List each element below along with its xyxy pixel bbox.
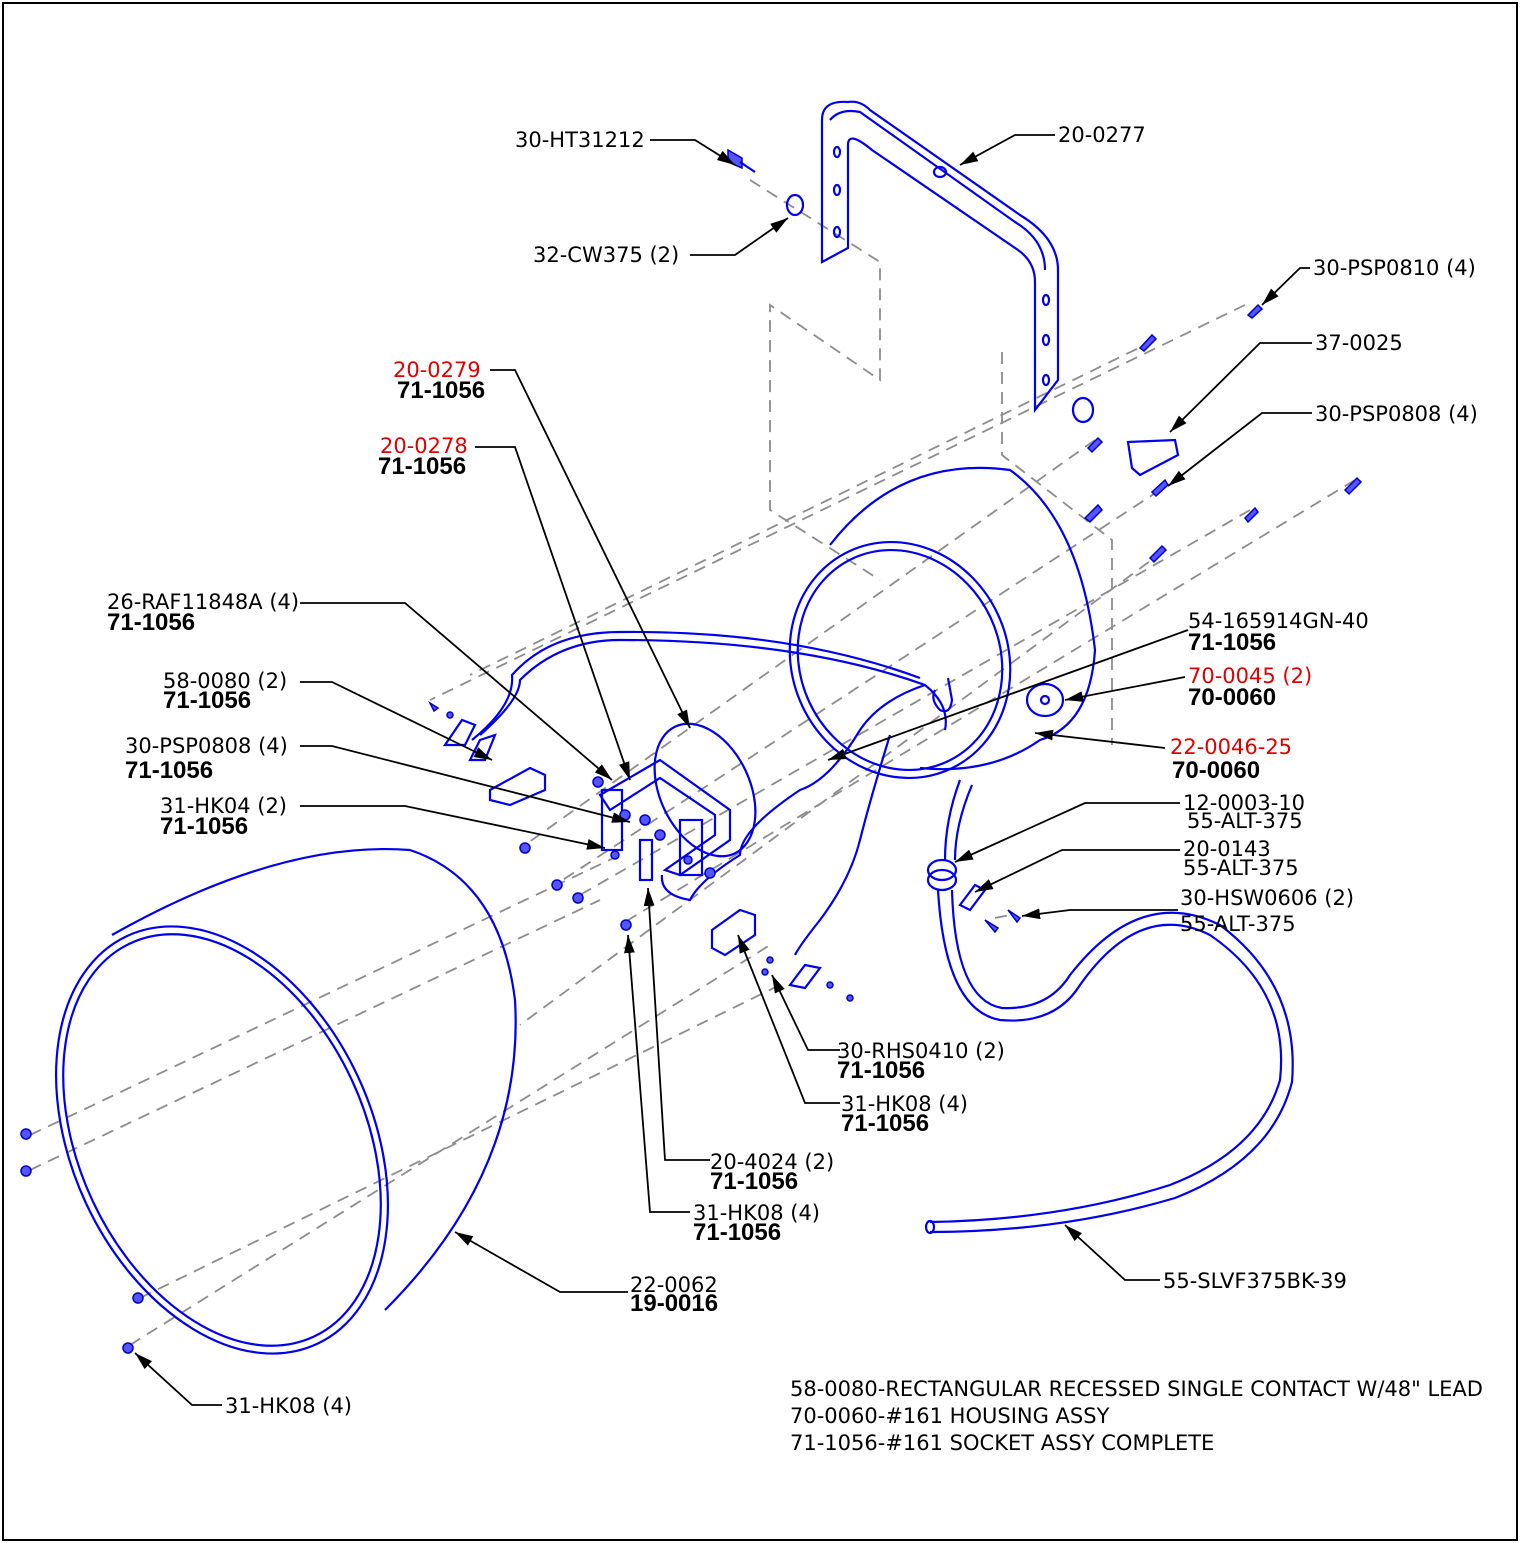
callout-sub: 71-1056 — [107, 609, 195, 636]
callout-sub: 55-ALT-375 — [1187, 809, 1303, 833]
callout-part: 22-0062 — [630, 1273, 718, 1297]
notes-block: 58-0080-RECTANGULAR RECESSED SINGLE CONT… — [790, 1377, 1483, 1455]
callout-part: 30-HSW0606 (2) — [1180, 886, 1354, 910]
callout-sub: 71-1056 — [1188, 629, 1276, 656]
callout-part: 30-HT31212 — [515, 128, 645, 152]
callout-sub: 71-1056 — [841, 1110, 929, 1137]
callout-part: 55-SLVF375BK-39 — [1163, 1269, 1347, 1293]
callout-sub: 71-1056 — [837, 1057, 925, 1084]
leader-lines — [134, 134, 1312, 1406]
callout-part: 58-0080 (2) — [163, 669, 287, 693]
callout-part: 30-RHS0410 (2) — [837, 1039, 1005, 1063]
callout-part: 22-0046-25 — [1170, 735, 1292, 759]
callout-part: 30-PSP0808 (4) — [125, 734, 288, 758]
contact-parts — [428, 700, 854, 1002]
callout-sub: 70-0060 — [1188, 684, 1276, 711]
callout-sub: 70-0060 — [1172, 757, 1260, 784]
callout-part: 30-PSP0808 (4) — [1315, 402, 1478, 426]
callout-part: 12-0003-10 — [1183, 791, 1305, 815]
callout-sub: 55-ALT-375 — [1183, 856, 1299, 880]
reflector-cone-part — [20, 847, 517, 1355]
callout-sub: 71-1056 — [693, 1219, 781, 1246]
callout-part: 26-RAF11848A (4) — [107, 590, 299, 614]
callout-part: 54-165914GN-40 — [1188, 609, 1369, 633]
callout-part: 31-HK08 (4) — [225, 1394, 352, 1418]
cable-part — [471, 630, 947, 956]
callout-part: 20-0143 — [1183, 837, 1271, 861]
callout-sub: 71-1056 — [378, 453, 466, 480]
callout-part: 32-CW375 (2) — [533, 243, 679, 267]
callout-part: 31-HK04 (2) — [160, 794, 287, 818]
callout-sub: 71-1056 — [397, 377, 485, 404]
note-line: 58-0080-RECTANGULAR RECESSED SINGLE CONT… — [790, 1377, 1483, 1401]
callout-sub: 55-ALT-375 — [1180, 912, 1296, 936]
callout-sub: 71-1056 — [163, 687, 251, 714]
callout-part: 20-4024 (2) — [710, 1150, 834, 1174]
callout-sub: 71-1056 — [710, 1168, 798, 1195]
callout-sub: 71-1056 — [160, 813, 248, 840]
callout-part: 20-0277 — [1058, 123, 1146, 147]
note-line: 71-1056-#161 SOCKET ASSY COMPLETE — [790, 1431, 1214, 1455]
note-line: 70-0060-#161 HOUSING ASSY — [790, 1404, 1110, 1428]
hardware-top — [727, 148, 1363, 564]
callout-labels: 30-HT31212 20-0277 32-CW375 (2) 30-PSP08… — [107, 123, 1478, 1418]
callout-part: 20-0279 — [393, 358, 481, 382]
strain-relief-part — [924, 779, 1294, 1235]
housing-cylinder-part — [788, 466, 1097, 780]
callout-part: 31-HK08 (4) — [693, 1201, 820, 1225]
callout-part: 37-0025 — [1315, 331, 1403, 355]
callout-part: 20-0278 — [380, 434, 468, 458]
callout-part: 30-PSP0810 (4) — [1313, 256, 1476, 280]
callout-part: 70-0045 (2) — [1188, 664, 1312, 688]
callout-sub: 19-0016 — [630, 1290, 718, 1317]
callout-sub: 71-1056 — [125, 757, 213, 784]
u-bracket-part — [820, 100, 1060, 414]
construction-lines — [29, 179, 1356, 1346]
callout-part: 31-HK08 (4) — [841, 1092, 968, 1116]
